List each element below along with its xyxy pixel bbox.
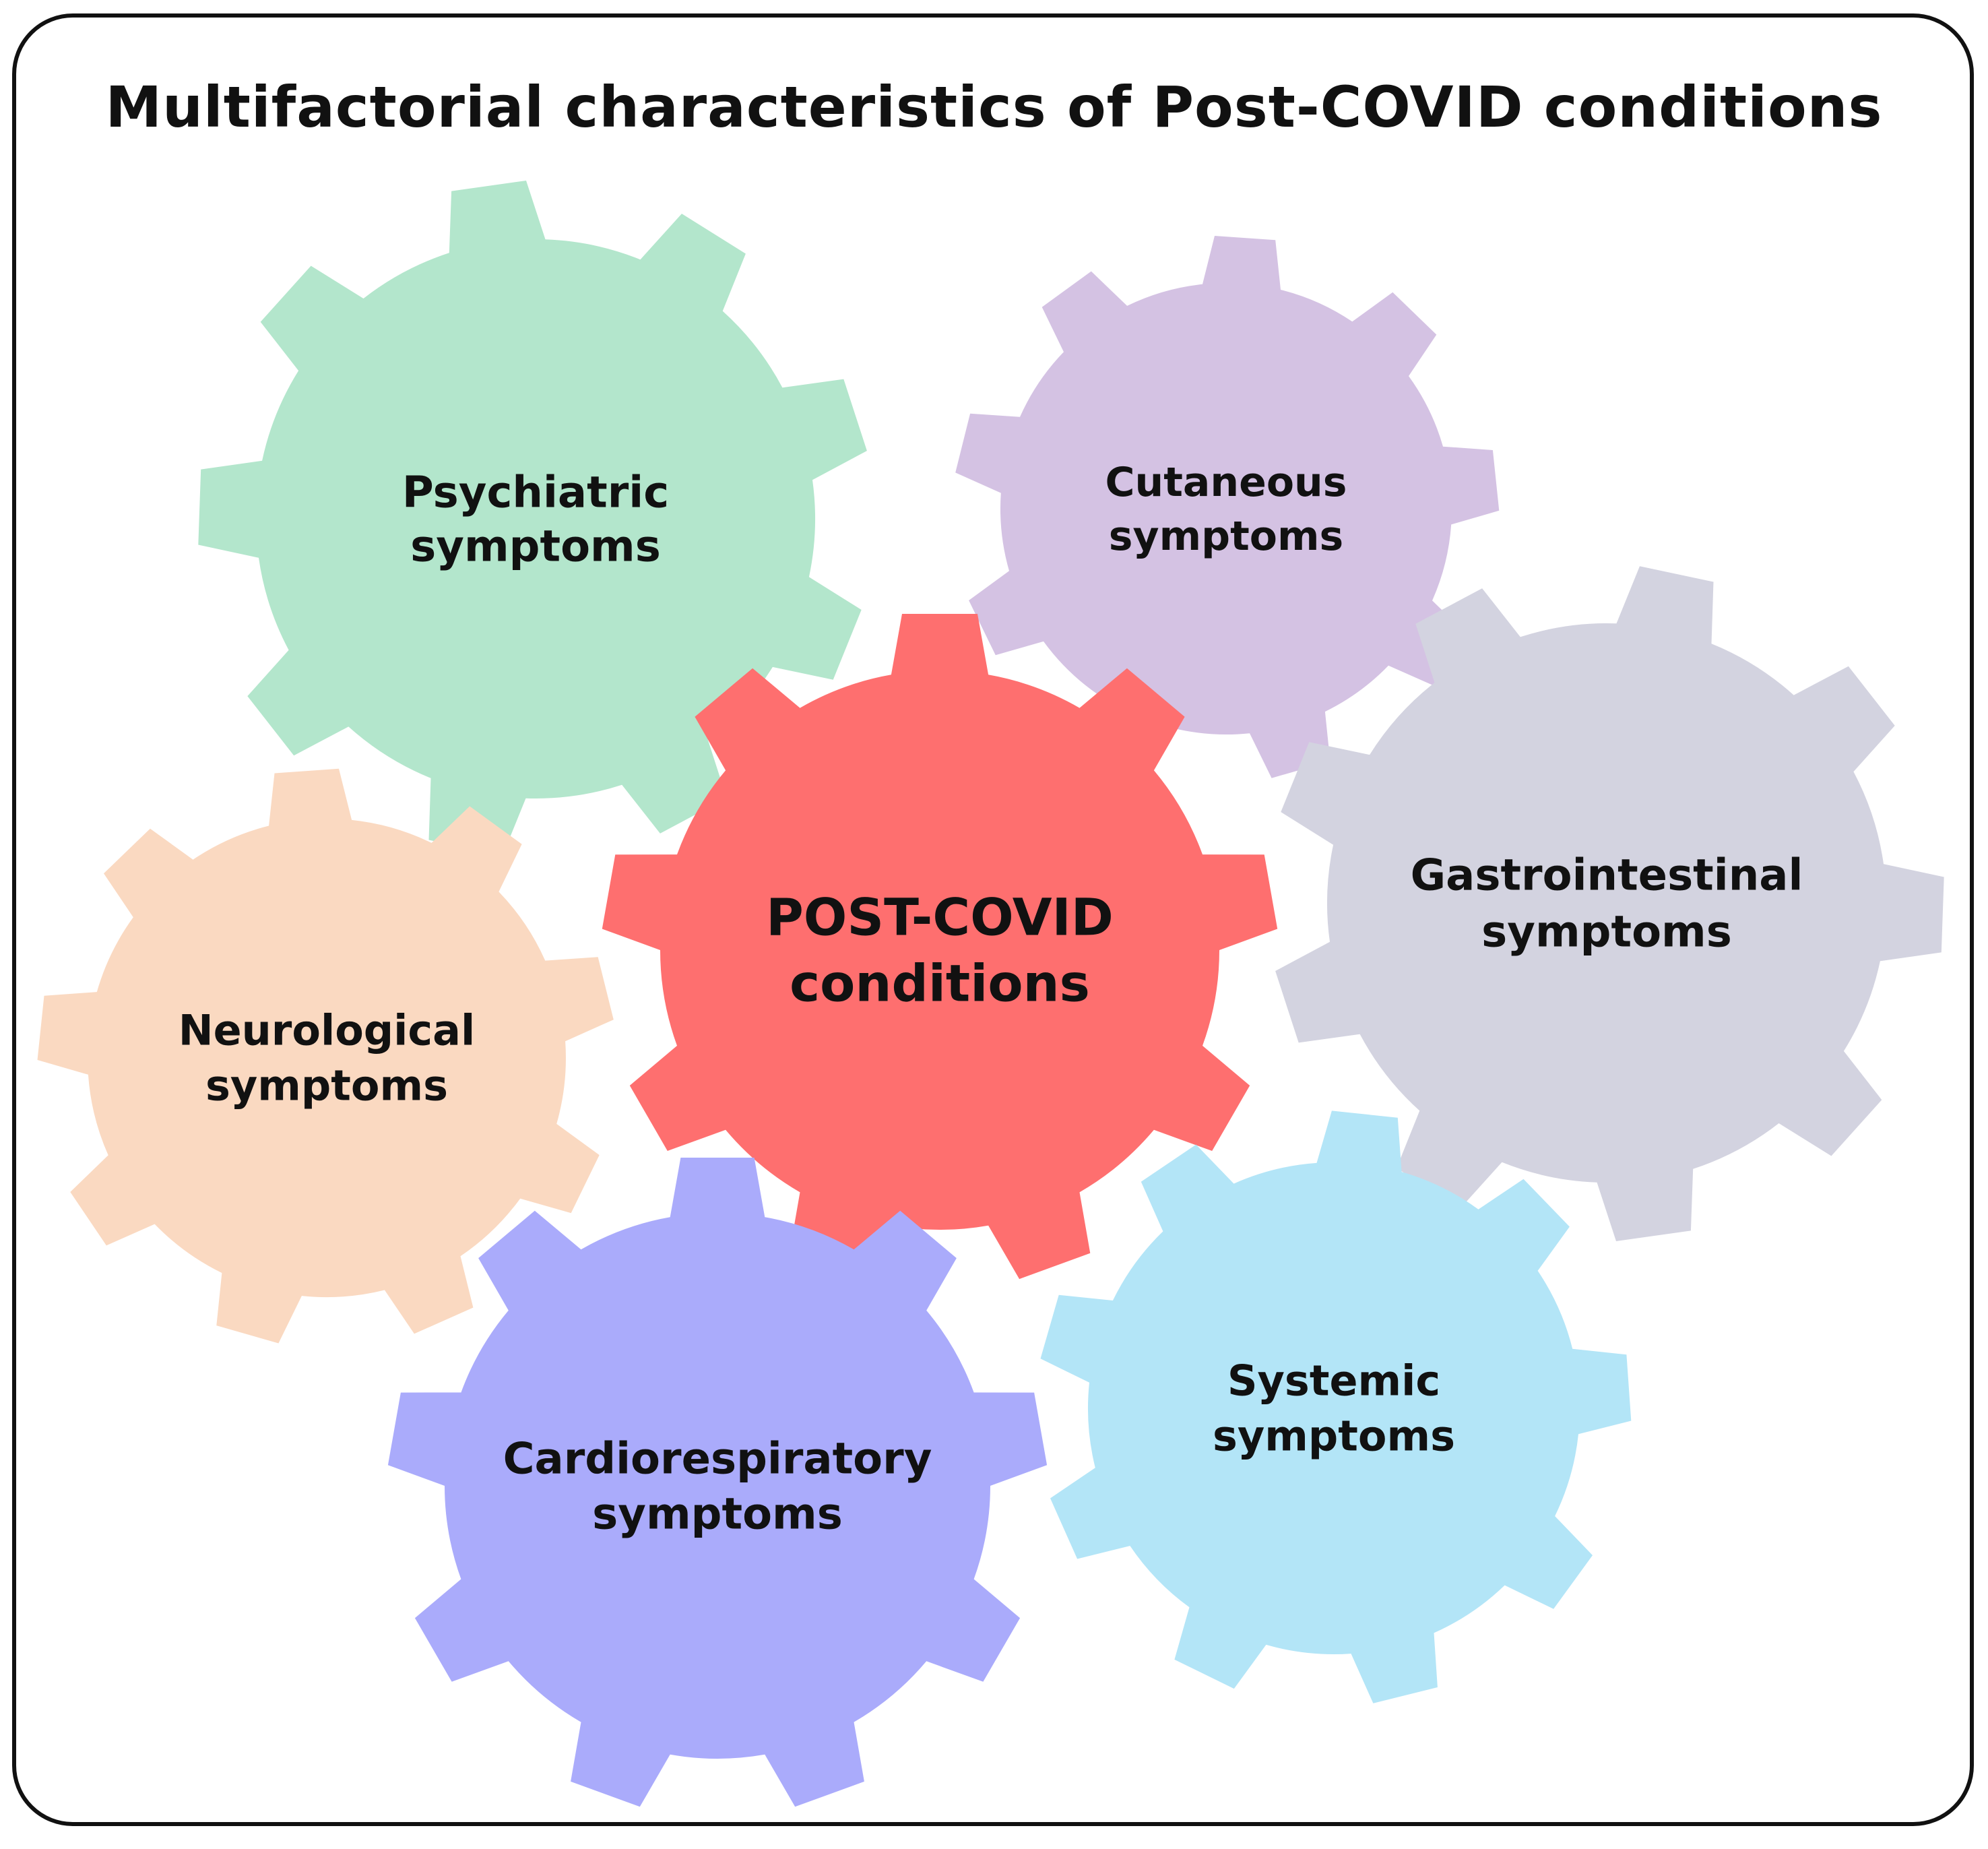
gear-label-cardiorespiratory-line-1: Cardiorespiratory <box>503 1434 932 1484</box>
gear-shape-cardiorespiratory <box>387 1158 1048 1807</box>
gear-shape-neurological <box>37 768 614 1344</box>
gear-systemic: Systemic symptoms <box>1040 1110 1632 1703</box>
gear-label-post-covid-line-1: POST-COVID <box>766 887 1114 947</box>
gear-label-gastrointestinal-line-1: Gastrointestinal <box>1411 850 1803 900</box>
gear-label-systemic-line-2: symptoms <box>1213 1412 1455 1461</box>
gear-label-psychiatric-line-1: Psychiatric <box>402 468 669 518</box>
gear-shape-psychiatric <box>198 181 867 856</box>
gear-label-gastrointestinal-line-2: symptoms <box>1481 907 1732 957</box>
gear-shape-cutaneous <box>955 236 1500 778</box>
gear-shape-post-covid <box>602 614 1278 1280</box>
gear-neurological: Neurological symptoms <box>37 768 614 1344</box>
gear-label-neurological-line-2: symptoms <box>205 1061 448 1110</box>
gear-shape-systemic <box>1040 1110 1632 1703</box>
gear-label-cardiorespiratory-line-2: symptoms <box>592 1489 843 1539</box>
gear-shape-gastrointestinal <box>1275 566 1944 1241</box>
gear-cutaneous: Cutaneous symptoms <box>955 236 1500 778</box>
gear-label-cutaneous-line-1: Cutaneous <box>1105 459 1347 506</box>
gear-label-psychiatric-line-2: symptoms <box>410 522 661 571</box>
diagram-title: Multifactorial characteristics of Post-C… <box>105 74 1883 140</box>
gear-gastrointestinal: Gastrointestinal symptoms <box>1275 566 1944 1241</box>
gear-label-systemic-line-1: Systemic <box>1227 1356 1440 1406</box>
gear-label-neurological-line-1: Neurological <box>179 1006 476 1055</box>
gear-label-post-covid-line-2: conditions <box>790 953 1090 1013</box>
gear-label-cutaneous-line-2: symptoms <box>1109 513 1343 560</box>
